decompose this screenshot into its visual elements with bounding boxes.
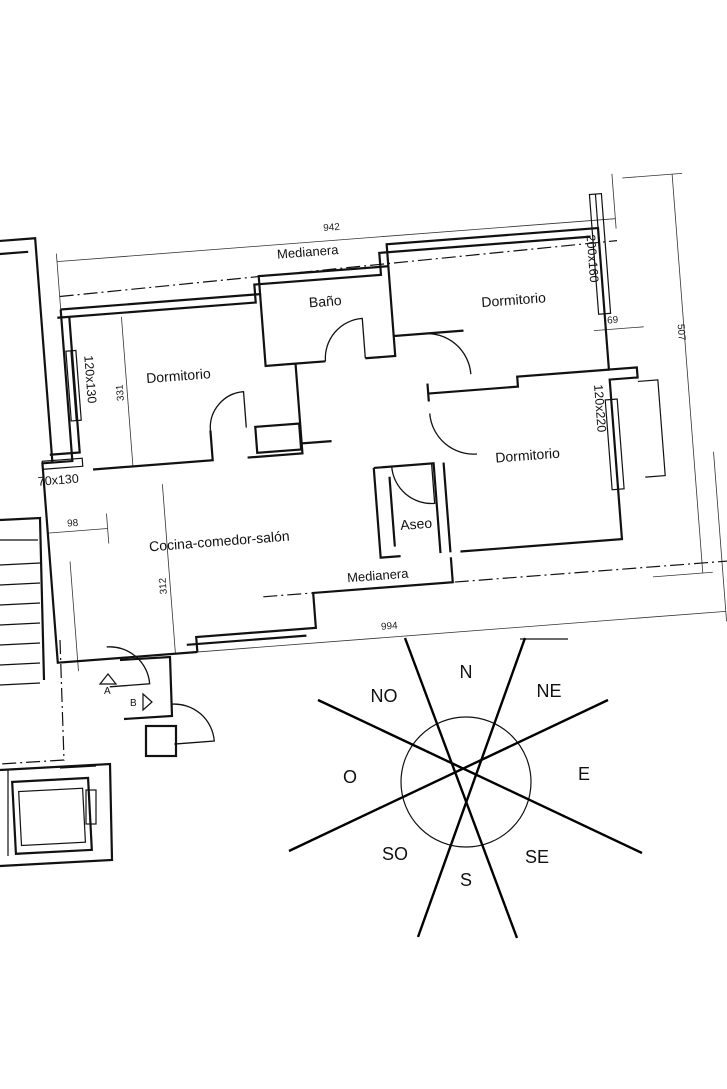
room-label-bedroom-left: Dormitorio xyxy=(146,365,212,386)
dimension-living-depth: 312 xyxy=(158,577,170,595)
dimension-lines xyxy=(47,173,727,672)
windows xyxy=(41,193,666,491)
window-label-bottom-right-bedroom: 120x220 xyxy=(591,384,609,433)
room-label-bedroom-bottom-right: Dormitorio xyxy=(495,445,561,466)
compass-label-n: N xyxy=(460,662,473,682)
stair-steps xyxy=(0,562,41,686)
compass-axis-n-s xyxy=(403,637,519,939)
compass-rose: N NE E SE S SO O NO xyxy=(288,637,643,939)
window-label-top-right-bedroom: 200x160 xyxy=(584,234,602,283)
dimension-right-depth: 507 xyxy=(675,324,687,342)
room-label-living: Cocina-comedor-salón xyxy=(149,528,291,555)
outer-walls xyxy=(0,226,639,664)
room-label-bedroom-top-right: Dormitorio xyxy=(481,289,547,310)
compass-label-e: E xyxy=(578,764,590,784)
doors xyxy=(106,317,478,745)
compass-label-so: SO xyxy=(382,844,408,864)
party-wall-label-bottom: Medianera xyxy=(347,566,410,586)
dimension-entry-width: 98 xyxy=(67,518,79,530)
compass-label-no: NO xyxy=(371,686,398,706)
apartment-plan: Dormitorio Dormitorio Dormitorio Baño As… xyxy=(0,173,727,745)
window-label-living: 70x130 xyxy=(37,472,79,489)
party-wall-top xyxy=(59,240,618,298)
compass-label-ne: NE xyxy=(536,681,561,701)
dimension-total-top: 942 xyxy=(323,222,341,234)
compass-circle xyxy=(400,716,532,848)
compass-label-se: SE xyxy=(525,847,549,867)
dimension-total-bottom: 994 xyxy=(381,621,399,633)
dimension-right-window-gap: 69 xyxy=(607,315,619,327)
compass-axis-e-o xyxy=(288,698,609,853)
room-label-toilet: Aseo xyxy=(400,515,433,533)
marker-a: A xyxy=(104,686,111,697)
interior-walls xyxy=(92,266,609,559)
dimension-left-depth: 331 xyxy=(115,384,127,402)
party-wall-label-top: Medianera xyxy=(277,242,340,262)
compass-axis-se-no xyxy=(317,698,643,855)
marker-b: B xyxy=(130,698,137,709)
compass-label-o: O xyxy=(343,767,357,787)
window-label-left-bedroom: 120x130 xyxy=(81,355,99,404)
compass-label-s: S xyxy=(460,870,472,890)
entrance-markers: A B xyxy=(98,673,153,712)
stairwell xyxy=(0,516,178,868)
room-label-bathroom: Baño xyxy=(308,292,342,310)
compass-axis-ne-so xyxy=(416,637,527,938)
